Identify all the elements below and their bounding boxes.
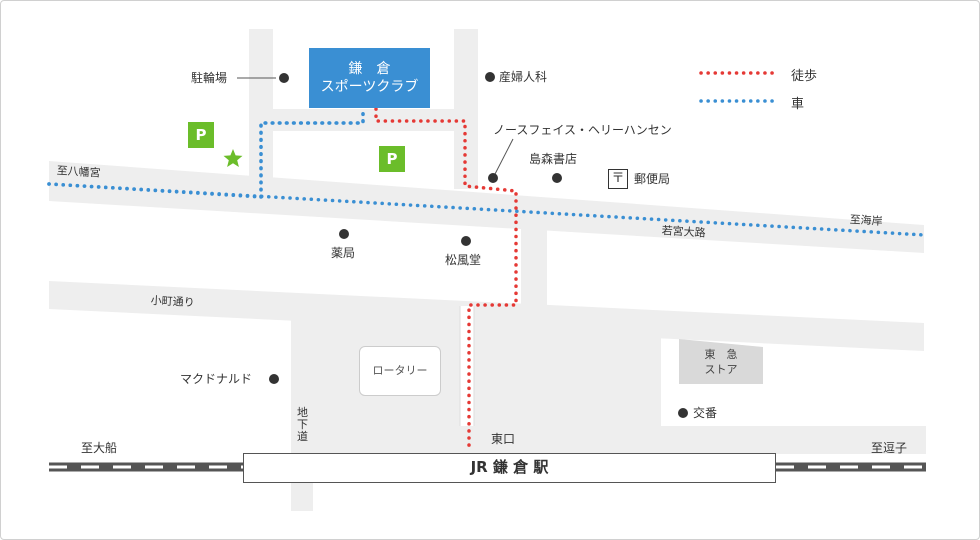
- direction-ofuna: 至大船: [81, 441, 118, 455]
- sports-club-line1: 鎌 倉: [348, 61, 391, 77]
- bookstore-label: 島森書店: [529, 152, 578, 166]
- east-exit-label: 東口: [491, 432, 516, 446]
- legend-walk-label: 徒歩: [791, 69, 818, 84]
- car-route-branch: [259, 111, 365, 199]
- crosswalk: [459, 306, 475, 426]
- tokyu-line1: 東 急: [704, 348, 738, 361]
- car-route-main: [47, 182, 926, 237]
- komachi-road-label: 小町通り: [150, 294, 195, 310]
- parking-icon-west: P: [188, 122, 214, 148]
- shofudo-dot: [461, 236, 471, 246]
- obstetrics-label: 産婦人科: [499, 70, 548, 84]
- wakamiya-road-label: 若宮大路: [661, 224, 706, 240]
- northface-label: ノースフェイス・ヘリーハンセン: [493, 123, 672, 137]
- direction-yahata: 至八幡宮: [56, 164, 101, 180]
- pharmacy-label: 薬局: [331, 246, 356, 260]
- mcdonalds-dot: [269, 374, 279, 384]
- jr-kamakura-station: JR 鎌 倉 駅: [243, 453, 776, 483]
- northface-pointer: [493, 138, 514, 177]
- police-box-label: 交番: [693, 406, 718, 420]
- direction-zushi: 至逗子: [871, 441, 908, 455]
- road-wakamiya-south: [521, 211, 547, 311]
- shofudo-label: 松風堂: [445, 253, 482, 267]
- legend-car-label: 車: [791, 97, 805, 112]
- walk-route: [374, 107, 518, 453]
- road-wakamiya: [49, 161, 924, 253]
- tokyu-line2: ストア: [704, 363, 738, 376]
- star-icon: [223, 149, 243, 167]
- sports-club-line2: スポーツクラブ: [320, 79, 419, 95]
- bicycle-dot: [279, 73, 289, 83]
- station-plaza: [291, 301, 661, 431]
- obstetrics-dot: [485, 72, 495, 82]
- bicycle-parking-label: 駐輪場: [191, 71, 228, 85]
- direction-kaigan: 至海岸: [849, 213, 883, 228]
- post-office-label: 郵便局: [634, 172, 671, 186]
- rotary: ロータリー: [359, 346, 441, 396]
- pharmacy-dot: [339, 229, 349, 239]
- tokyu-store-label: 東 急 ストア: [679, 339, 763, 384]
- bookstore-dot: [552, 173, 562, 183]
- post-office-icon: 〒: [608, 169, 628, 189]
- underpass-label: 地下道: [297, 406, 308, 443]
- tokyu-store-block: [679, 339, 763, 384]
- sports-club-box: 鎌 倉 スポーツクラブ: [309, 48, 430, 108]
- station-front-road: [291, 426, 926, 454]
- police-dot: [678, 408, 688, 418]
- northface-dot: [488, 173, 498, 183]
- parking-icon-club: P: [379, 146, 405, 172]
- mcdonalds-label: マクドナルド: [180, 372, 253, 386]
